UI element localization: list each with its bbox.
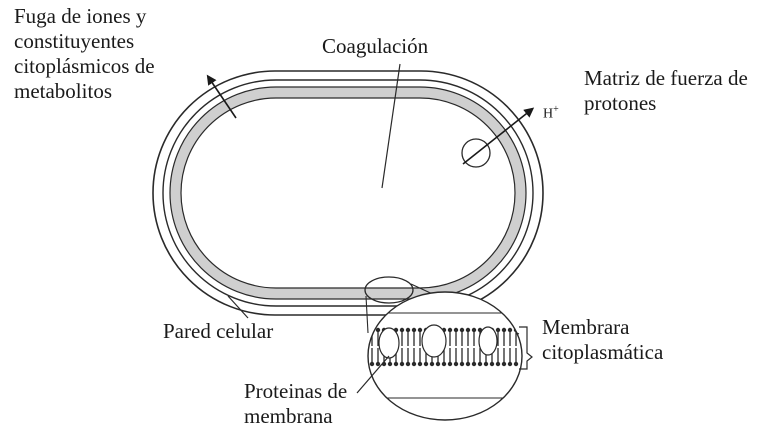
lipid-head xyxy=(508,328,512,332)
pmf-label-line: Matriz de fuerza de xyxy=(584,66,748,91)
lipid-head xyxy=(406,362,410,366)
membrane-protein xyxy=(379,328,399,358)
lipid-head xyxy=(454,362,458,366)
lipid-head xyxy=(412,362,416,366)
lipid-head xyxy=(442,362,446,366)
lipid-head xyxy=(436,362,440,366)
lipid-head xyxy=(376,328,380,332)
lipid-head xyxy=(400,362,404,366)
lipid-head xyxy=(472,362,476,366)
lipid-head xyxy=(460,328,464,332)
proton-charge: + xyxy=(553,104,559,115)
lipid-head xyxy=(496,362,500,366)
lipid-head xyxy=(418,362,422,366)
cell-wall-label: Pared celular xyxy=(163,319,273,344)
membrane-label-line: citoplasmática xyxy=(542,340,663,365)
lipid-head xyxy=(508,362,512,366)
coagulation-label: Coagulación xyxy=(322,34,428,59)
membrane-label-line: Membrara xyxy=(542,315,663,340)
proton-symbol: H xyxy=(543,107,553,122)
proton-label: H+ xyxy=(543,104,559,123)
lipid-head xyxy=(484,362,488,366)
leak-label-line: metabolitos xyxy=(14,79,155,104)
lipid-head xyxy=(400,328,404,332)
proteins-label-line: membrana xyxy=(244,404,347,429)
membrane-protein xyxy=(422,325,446,357)
lipid-head xyxy=(514,362,518,366)
leak-label-line: citoplásmicos de xyxy=(14,54,155,79)
coagulation-label-text: Coagulación xyxy=(322,34,428,59)
lipid-head xyxy=(472,328,476,332)
lipid-head xyxy=(418,328,422,332)
lipid-head xyxy=(388,362,392,366)
membrane-protein xyxy=(479,327,497,355)
pmf-label-line: protones xyxy=(584,91,748,116)
lipid-head xyxy=(448,362,452,366)
leak-label-line: Fuga de iones y xyxy=(14,4,155,29)
proteins-label-line: Proteinas de xyxy=(244,379,347,404)
lipid-head xyxy=(466,328,470,332)
lipid-head xyxy=(430,362,434,366)
lipid-head xyxy=(448,328,452,332)
lipid-head xyxy=(376,362,380,366)
lipid-head xyxy=(460,362,464,366)
leak-label: Fuga de iones y constituyentes citoplásm… xyxy=(14,4,155,104)
leak-label-line: constituyentes xyxy=(14,29,155,54)
cell-wall-label-text: Pared celular xyxy=(163,319,273,344)
lipid-head xyxy=(502,328,506,332)
lipid-head xyxy=(490,362,494,366)
lipid-head xyxy=(502,362,506,366)
lipid-head xyxy=(478,362,482,366)
lipid-head xyxy=(412,328,416,332)
lipid-head xyxy=(406,328,410,332)
lipid-head xyxy=(424,362,428,366)
pmf-label: Matriz de fuerza de protones xyxy=(584,66,748,116)
lipid-head xyxy=(370,362,374,366)
membrane-label: Membrara citoplasmática xyxy=(542,315,663,365)
lipid-head xyxy=(466,362,470,366)
lipid-head xyxy=(454,328,458,332)
proteins-label: Proteinas de membrana xyxy=(244,379,347,429)
lipid-head xyxy=(496,328,500,332)
lipid-head xyxy=(394,362,398,366)
